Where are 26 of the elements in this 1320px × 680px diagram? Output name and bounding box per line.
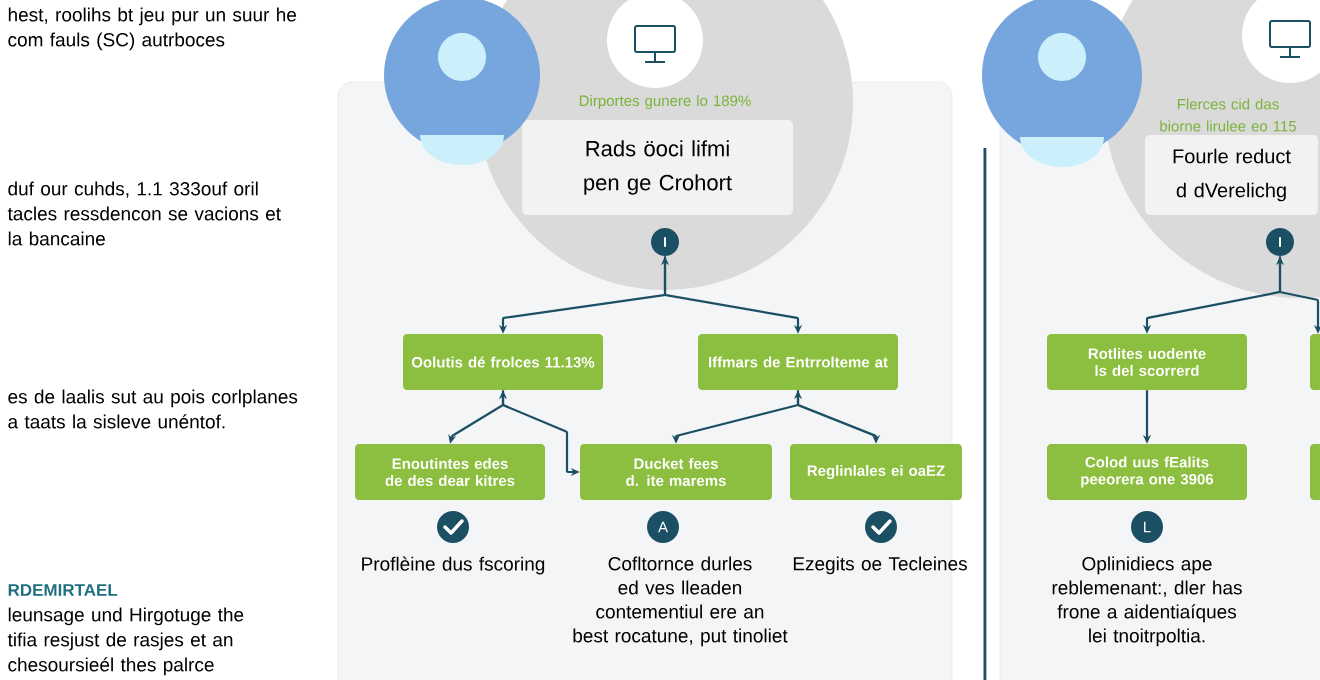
paragraph: hest, roolihs bt jeu pur un suur he com fauls (SC) autrboces bbox=[8, 7, 297, 51]
step-box: Enoutintes edes de des dear kitres bbox=[355, 444, 545, 500]
text-box: Rads öoci lifmi pen ge Crohort bbox=[522, 120, 793, 215]
check-icon bbox=[437, 511, 469, 543]
letter-badge: A bbox=[647, 511, 679, 543]
text-box: Fourle reduct d dVerelichg bbox=[1145, 135, 1318, 215]
check-icon bbox=[865, 511, 897, 543]
number-badge: I bbox=[651, 228, 679, 256]
description-text: Oplinidiecs ape reblemenant:, dler has frone a aidentiaíques lei tnoitrpoltia. bbox=[1052, 556, 1242, 647]
description-text: Proflèine dus fscoring bbox=[362, 556, 545, 575]
section-heading: RDEMIRTAEL bbox=[8, 584, 118, 596]
step-box: Reglinlales ei oaEZ bbox=[790, 444, 962, 500]
step-box: Colod uus fEalits peeorera one 3906 bbox=[1047, 444, 1247, 500]
step-box bbox=[1310, 444, 1320, 500]
letter-badge: L bbox=[1131, 511, 1163, 543]
step-box: Ducket fees d. ite marems bbox=[580, 444, 772, 500]
description-text: Cofltornce durles ed ves lleaden contementiul ere an best rocatune, put tinoliet bbox=[573, 556, 788, 647]
step-box: Rotlites uodente ls del scorrerd bbox=[1047, 334, 1247, 390]
step-box: Oolutis dé frolces 11.13% bbox=[403, 334, 603, 390]
step-box: Iffmars de Entrrolteme at bbox=[698, 334, 898, 390]
paragraph: duf our cuhds, 1.1 333ouf oril tacles ressdencon se vacions et la bancaine bbox=[7, 181, 281, 246]
number-badge: I bbox=[1266, 228, 1294, 256]
step-box bbox=[1310, 334, 1320, 390]
paragraph: es de laalis sut au pois corlplanes a taats la sisleve unéntof. bbox=[8, 389, 298, 429]
paragraph: leunsage und Hirgotuge the tifia resjust de rasjes et an chesoursieél thes palrce bbox=[7, 607, 244, 676]
description-text: Ezegits oe Tecleines bbox=[793, 556, 967, 575]
